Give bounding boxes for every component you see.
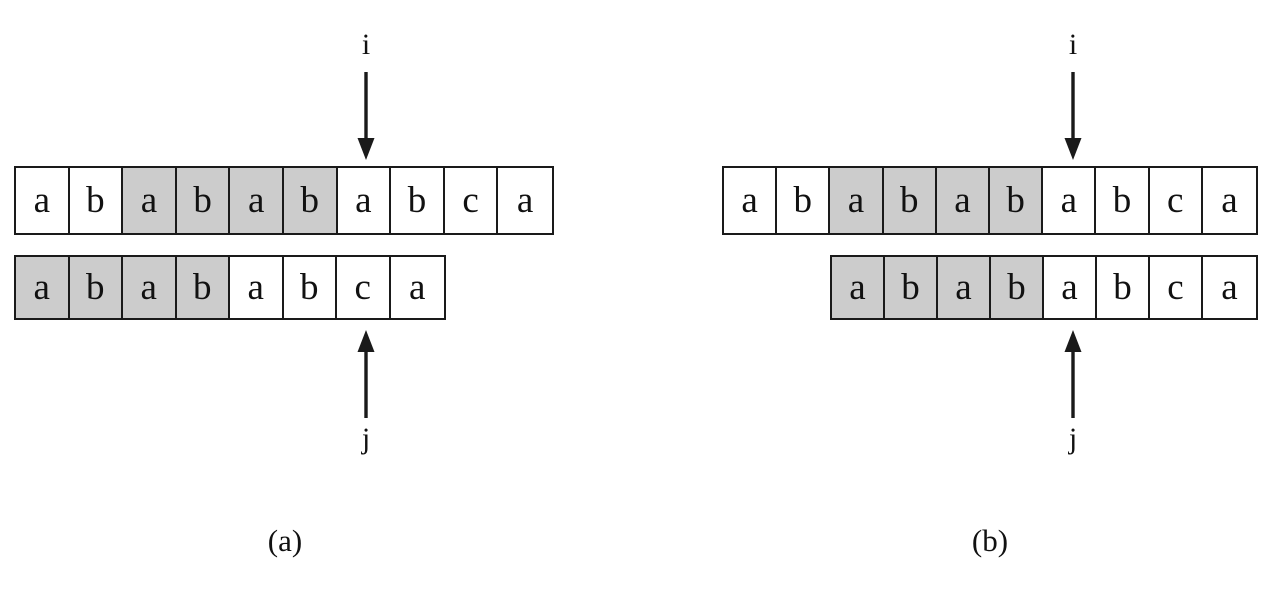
- pointer-label-j: j: [361, 422, 371, 455]
- char-cell: b: [283, 257, 337, 318]
- char-cell: c: [337, 257, 391, 318]
- char-cell: a: [123, 168, 177, 233]
- char-cell: a: [1044, 257, 1097, 318]
- char-cell: b: [69, 257, 123, 318]
- char-cell: a: [16, 168, 70, 233]
- char-cell: a: [123, 257, 177, 318]
- char-cell: b: [176, 168, 231, 233]
- pointer-label-j: j: [1068, 422, 1078, 455]
- pointer-label-i: i: [361, 28, 371, 61]
- arrow-down-icon: [357, 72, 375, 160]
- char-cell: b: [176, 257, 230, 318]
- arrow-up-icon: [357, 330, 375, 418]
- char-cell: b: [1097, 257, 1150, 318]
- char-cell: b: [283, 168, 338, 233]
- char-cell: a: [16, 257, 70, 318]
- char-cell: a: [832, 257, 885, 318]
- panel-caption-b: (b): [971, 523, 1009, 558]
- char-cell: a: [830, 168, 884, 233]
- char-cell: a: [724, 168, 778, 233]
- char-cell: a: [337, 168, 392, 233]
- char-cell: a: [498, 168, 552, 233]
- char-cell: c: [444, 168, 499, 233]
- char-cell: a: [1043, 168, 1097, 233]
- char-cell: b: [777, 168, 831, 233]
- char-cell: a: [936, 168, 991, 233]
- char-cell: c: [1150, 257, 1203, 318]
- char-cell: b: [69, 168, 124, 233]
- char-cell: b: [991, 257, 1044, 318]
- char-cell: a: [1202, 168, 1257, 233]
- char-cell: b: [885, 257, 938, 318]
- char-cell: a: [938, 257, 991, 318]
- char-cell: a: [230, 168, 284, 233]
- arrow-down-icon: [1064, 72, 1082, 160]
- pointer-label-i: i: [1068, 28, 1078, 61]
- arrow-up-icon: [1064, 330, 1082, 418]
- char-cell: a: [1203, 257, 1256, 318]
- char-cell: b: [883, 168, 937, 233]
- panel-caption-a: (a): [267, 523, 303, 558]
- char-cell: b: [1096, 168, 1150, 233]
- char-cell: b: [391, 168, 445, 233]
- char-cell: b: [990, 168, 1044, 233]
- char-cell: a: [390, 257, 444, 318]
- char-cell: c: [1149, 168, 1203, 233]
- char-cell: a: [230, 257, 284, 318]
